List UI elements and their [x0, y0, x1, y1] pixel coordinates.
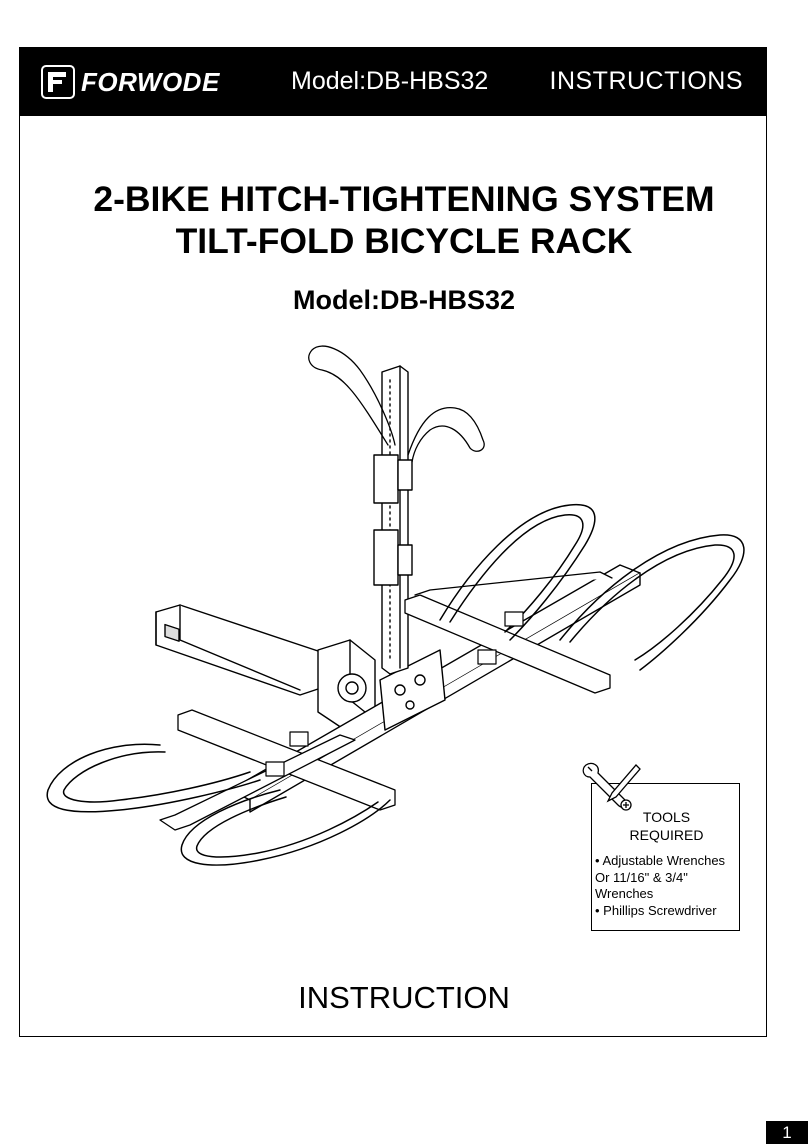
tools-required-box: TOOLS REQUIRED • Adjustable Wrenches Or … — [591, 783, 740, 931]
tools-title-line-2: REQUIRED — [629, 827, 704, 843]
wrench-screwdriver-icon — [582, 762, 641, 811]
tools-item: Wrenches — [595, 886, 654, 901]
vertical-mast — [373, 365, 413, 675]
page-number: 1 — [766, 1121, 808, 1144]
title-line-1: 2-BIKE HITCH-TIGHTENING SYSTEM — [93, 179, 715, 219]
tools-item: Or 11/16" & 3/4" — [595, 869, 688, 885]
model-subtitle: Model:DB-HBS32 — [292, 285, 515, 315]
tools-item: • Adjustable Wrenches — [595, 853, 726, 868]
brand-logo: FORWODE — [41, 65, 220, 99]
wheel-trays — [46, 504, 745, 866]
clamps — [265, 611, 524, 777]
header-bar: FORWODE Model:DB-HBS32 INSTRUCTIONS — [19, 47, 767, 116]
hook-arms — [308, 345, 485, 463]
page-title: 2-BIKE HITCH-TIGHTENING SYSTEM TILT-FOLD… — [0, 178, 808, 262]
tools-item: • Phillips Screwdriver — [595, 902, 717, 918]
tools-title-line-1: TOOLS — [642, 809, 691, 825]
brand-logo-icon — [41, 65, 75, 99]
tools-title: TOOLS REQUIRED — [592, 808, 741, 844]
brand-name: FORWODE — [81, 66, 220, 97]
header-label: INSTRUCTIONS — [549, 67, 743, 95]
crossbars — [159, 571, 613, 831]
title-line-2: TILT-FOLD BICYCLE RACK — [175, 221, 633, 261]
footer-title: INSTRUCTION — [298, 980, 510, 1015]
center-housing — [317, 639, 376, 731]
header-model: Model:DB-HBS32 — [291, 67, 489, 95]
hitch-bar — [155, 604, 331, 696]
tools-list: • Adjustable Wrenches Or 11/16" & 3/4" W… — [595, 853, 740, 919]
